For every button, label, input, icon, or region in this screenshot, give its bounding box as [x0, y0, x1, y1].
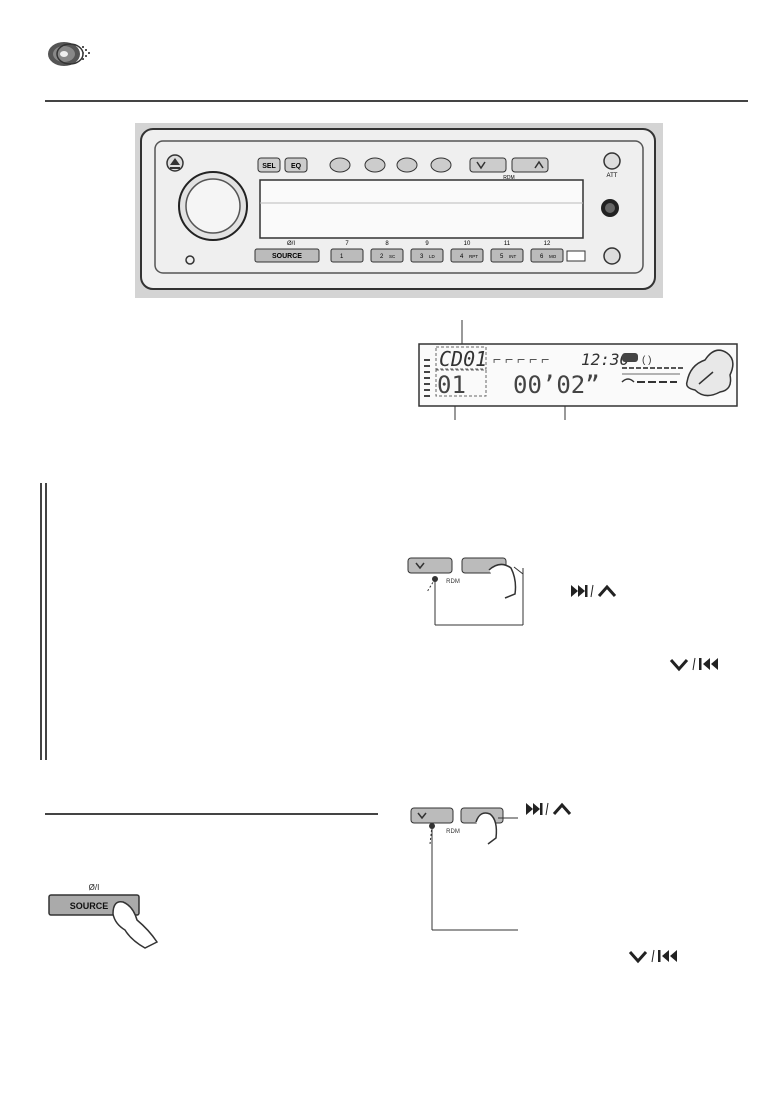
next-up-icon [526, 802, 572, 816]
down-prev-button[interactable] [469, 157, 507, 173]
finger-press-icon [488, 563, 517, 599]
round-button[interactable] [430, 157, 452, 173]
preset-tag: MO [549, 254, 557, 259]
preset-key: 1 [340, 254, 344, 260]
section-bar [45, 483, 47, 760]
skip-buttons-diagram-2: RDM [410, 807, 518, 931]
preset-number: 8 [385, 241, 389, 247]
volume-knob[interactable] [178, 171, 248, 241]
preset-key: 5 [500, 254, 504, 260]
section-bar [40, 483, 42, 760]
preset-button[interactable] [530, 248, 564, 263]
round-button[interactable] [329, 157, 351, 173]
sound-mode-graphic [685, 349, 734, 397]
power-label: Ø/I [89, 883, 100, 892]
next-up-button[interactable] [511, 157, 549, 173]
down-prev-icon [628, 949, 677, 964]
next-up-icon [571, 584, 617, 598]
elapsed-time: 00’02” [513, 371, 600, 399]
disc-number: CD01 [439, 347, 487, 371]
svg-text:EQ: EQ [291, 163, 302, 170]
section-rule [45, 813, 378, 815]
preset-tag: SC [389, 254, 396, 259]
preset-number: 7 [345, 241, 349, 247]
lcd-display: CD01 ⌐ ⌐ ⌐ ⌐ ⌐ 12:30 ( ) 01 00’02” [418, 320, 738, 420]
skip-buttons-diagram: RDM [407, 557, 524, 626]
indicator [622, 353, 638, 362]
preset-button[interactable] [330, 248, 364, 263]
ir-sensor [566, 250, 586, 262]
track-number: 01 [437, 371, 466, 399]
clock: 12:30 [581, 350, 629, 369]
eject-button[interactable] [166, 154, 184, 172]
finger-press-icon [112, 901, 159, 949]
svg-text:SOURCE: SOURCE [70, 901, 109, 911]
reset-hole [185, 255, 195, 265]
preset-button[interactable] [490, 248, 524, 263]
preset-number: 12 [544, 241, 551, 247]
eq-button[interactable]: EQ [284, 157, 308, 173]
rdm-label: RDM [503, 175, 514, 181]
preset-key: 3 [420, 254, 424, 260]
preset-tag: INT [509, 254, 517, 259]
svg-text:SEL: SEL [262, 163, 276, 170]
release-button[interactable] [603, 247, 621, 265]
preset-button[interactable] [410, 248, 444, 263]
att-button[interactable] [603, 152, 621, 170]
svg-text:RDM: RDM [446, 829, 460, 835]
preset-tag: RPT [469, 254, 478, 259]
sel-button[interactable]: SEL [257, 157, 281, 173]
source-button-diagram: Ø/I SOURCE [48, 883, 159, 949]
round-button[interactable] [364, 157, 386, 173]
down-prev-icon [669, 657, 718, 672]
preset-tag: LD [429, 254, 436, 259]
display-window [259, 179, 584, 239]
preset-button[interactable] [450, 248, 484, 263]
power-label: Ø/I [287, 241, 295, 247]
preset-number: 9 [425, 241, 429, 247]
finger-press-icon [475, 812, 498, 845]
cd-disc-icon [48, 42, 90, 66]
round-button[interactable] [396, 157, 418, 173]
preset-key: 6 [540, 254, 544, 260]
svg-text:SOURCE: SOURCE [272, 253, 302, 260]
level-bars [424, 359, 430, 397]
att-label: ATT [607, 173, 618, 179]
header-rule [45, 100, 748, 102]
preset-key: 4 [460, 254, 464, 260]
svg-text:RDM: RDM [446, 579, 460, 585]
preset-key: 2 [380, 254, 384, 260]
preset-button[interactable] [370, 248, 404, 263]
svg-text:( ): ( ) [642, 355, 651, 366]
preset-number: 10 [464, 241, 471, 247]
preset-number: 11 [504, 241, 511, 247]
source-button[interactable]: SOURCE [254, 248, 320, 263]
segment-dashes: ⌐ ⌐ ⌐ ⌐ ⌐ [493, 351, 549, 367]
